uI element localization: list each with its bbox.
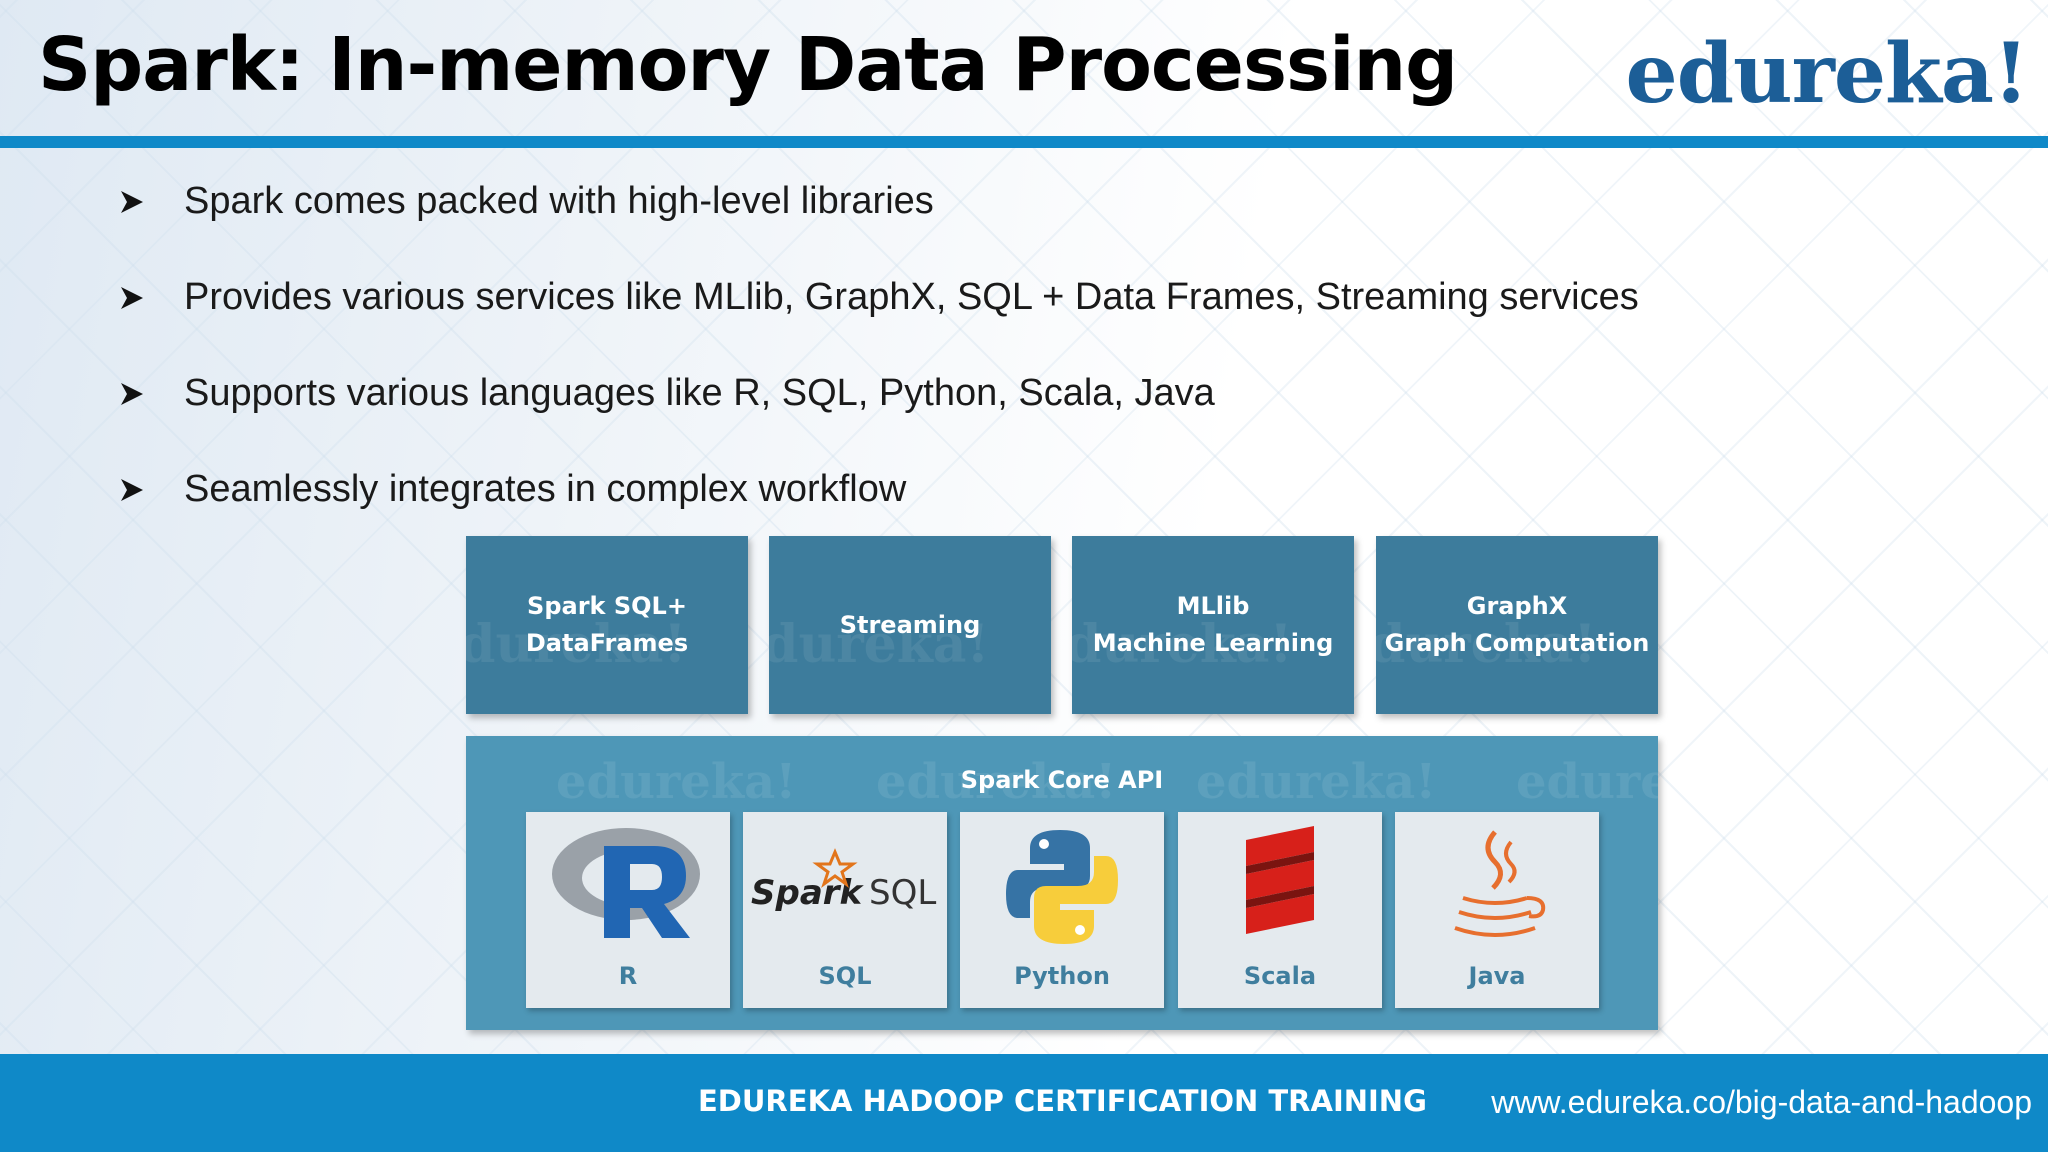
mllib-box: edureka! MLlib Machine Learning xyxy=(1072,536,1354,714)
lang-tile-sql: Spark SQL SQL xyxy=(743,812,947,1008)
bullet-list: Spark comes packed with high-level libra… xyxy=(118,170,1639,554)
footer-course-title: EDUREKA HADOOP CERTIFICATION TRAINING xyxy=(698,1084,1427,1118)
box-line1: Streaming xyxy=(839,610,981,639)
bullet-item: Provides various services like MLlib, Gr… xyxy=(118,266,1639,362)
lang-label: Scala xyxy=(1243,962,1317,990)
slide-header: Spark: In-memory Data Processing edureka… xyxy=(0,0,2048,138)
bullet-text: Spark comes packed with high-level libra… xyxy=(184,180,934,222)
spark-core-api-box: edureka! edureka! edureka! edureka! Spar… xyxy=(466,736,1658,1030)
bullet-text: Seamlessly integrates in complex workflo… xyxy=(184,468,907,510)
arrow-bullet-icon xyxy=(121,287,143,309)
box-line2: Machine Learning xyxy=(1092,629,1334,657)
edureka-logo: edureka! xyxy=(1625,26,2029,122)
slide-footer: EDUREKA HADOOP CERTIFICATION TRAINING ww… xyxy=(0,1054,2048,1152)
bullet-text: Provides various services like MLlib, Gr… xyxy=(184,276,1639,318)
lang-tile-python: Python xyxy=(960,812,1164,1008)
spark-logo-text: Spark xyxy=(751,873,865,913)
java-logo-icon xyxy=(1454,830,1546,937)
box-line1: GraphX xyxy=(1466,592,1568,620)
core-api-title: Spark Core API xyxy=(960,766,1164,794)
python-logo-icon xyxy=(1006,830,1118,944)
lang-label: SQL xyxy=(818,962,872,990)
lang-label: Java xyxy=(1468,962,1526,990)
spark-stack-diagram: edureka! Spark SQL+ DataFrames edureka! … xyxy=(466,536,1658,1030)
spark-sql-logo-icon: Spark SQL xyxy=(751,848,936,913)
bullet-item: Supports various languages like R, SQL, … xyxy=(118,362,1639,458)
box-line2: Graph Computation xyxy=(1384,629,1650,657)
bullet-item: Spark comes packed with high-level libra… xyxy=(118,170,1639,266)
slide-title: Spark: In-memory Data Processing xyxy=(38,22,1458,108)
lang-label: R xyxy=(618,962,638,990)
streaming-box: edureka! Streaming xyxy=(769,536,1051,714)
lang-tile-r: R xyxy=(526,812,730,1008)
lang-label: Python xyxy=(1014,962,1110,990)
arrow-bullet-icon xyxy=(121,191,143,213)
bullet-text: Supports various languages like R, SQL, … xyxy=(184,372,1215,414)
box-line1: Spark SQL+ xyxy=(527,592,687,620)
footer-url: www.edureka.co/big-data-and-hadoop xyxy=(1491,1084,2032,1120)
lang-tile-scala: Scala xyxy=(1178,812,1382,1008)
graphx-box: edureka! GraphX Graph Computation xyxy=(1376,536,1658,714)
header-divider xyxy=(0,136,2048,148)
lang-tile-java: Java xyxy=(1395,812,1599,1008)
arrow-bullet-icon xyxy=(121,479,143,501)
scala-logo-icon xyxy=(1246,826,1314,934)
r-logo-icon xyxy=(552,828,700,938)
sql-logo-text: SQL xyxy=(869,873,936,913)
arrow-bullet-icon xyxy=(121,383,143,405)
spark-sql-box: edureka! Spark SQL+ DataFrames xyxy=(466,536,748,714)
box-line1: MLlib xyxy=(1176,592,1250,620)
box-line2: DataFrames xyxy=(525,629,689,657)
bullet-item: Seamlessly integrates in complex workflo… xyxy=(118,458,1639,554)
